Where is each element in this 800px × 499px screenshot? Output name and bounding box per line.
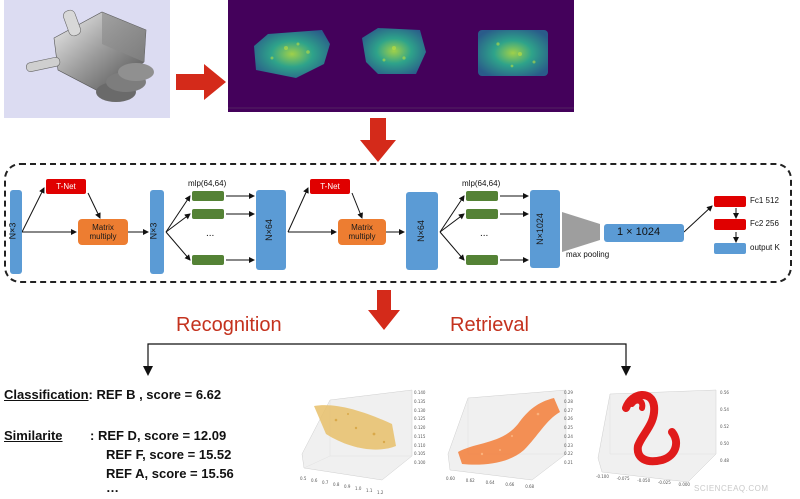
plot-orange: 0.29 0.28 0.27 0.26 0.25 0.24 0.23 0.22 0.21 0.60… — [442, 384, 586, 494]
depth-projection-heatmap — [228, 0, 574, 112]
z-tick-label: 0.24 — [564, 433, 573, 439]
matrix-multiply-1: Matrix multiply — [78, 219, 128, 245]
x-tick-label: 0.9 — [344, 484, 351, 489]
x-tick-label: 1.2 — [377, 490, 384, 495]
network-architecture — [4, 163, 792, 283]
mlp-2-unit — [466, 191, 498, 201]
z-tick-label: 0.22 — [564, 451, 573, 457]
similarity-result: Similarite : REF D, score = 12.09 — [4, 428, 226, 443]
max-pooling-label: max pooling — [566, 250, 610, 259]
plot-red: 0.56 0.54 0.52 0.50 0.48 -0.100 -0.075 -0.050 -0… — [592, 384, 742, 492]
classification-result: Classification: REF B , score = 6.62 — [4, 387, 221, 402]
mlp-1-label: mlp(64,64) — [188, 179, 227, 188]
mlp-1-unit — [192, 191, 224, 201]
transformed-features-block — [406, 192, 438, 270]
z-tick-label: 0.21 — [564, 460, 573, 465]
fc2-block — [714, 219, 746, 230]
mlp-2-ellipsis: ... — [480, 228, 489, 239]
z-tick-label: 0.29 — [564, 390, 573, 395]
z-tick-label: 0.26 — [564, 416, 573, 422]
z-tick-label: 0.56 — [720, 390, 729, 395]
cad-part-icon — [25, 9, 154, 102]
features-64-block — [256, 190, 286, 270]
fc1-label: Fc1 512 — [750, 196, 779, 205]
z-tick-label: 0.52 — [720, 424, 729, 429]
matrix-multiply-2: Matrix multiply — [338, 219, 386, 245]
z-tick-label: 0.140 — [414, 390, 426, 395]
z-tick-label: 0.120 — [414, 425, 426, 430]
x-tick-label: -0.100 — [596, 474, 609, 479]
z-tick-label: 0.105 — [414, 451, 426, 457]
z-tick-label: 0.135 — [414, 398, 426, 404]
z-tick-label: 0.25 — [564, 425, 573, 430]
similarity-item: REF F, score = 15.52 — [106, 447, 232, 462]
arrow-right-icon — [176, 64, 226, 100]
x-tick-label: -0.050 — [637, 478, 651, 483]
z-tick-label: 0.125 — [414, 416, 426, 422]
projection-2 — [362, 28, 426, 74]
z-tick-label: 0.100 — [414, 460, 426, 465]
x-tick-label: 1.0 — [355, 486, 362, 491]
z-tick-label: 0.27 — [564, 407, 573, 413]
features-1024-block — [530, 190, 560, 268]
tnet-1: T-Net — [46, 179, 86, 194]
x-tick-label: 0.000 — [678, 482, 690, 487]
cad-model-image — [4, 0, 170, 118]
x-tick-label: 0.60 — [446, 476, 455, 481]
z-tick-label: 0.28 — [564, 398, 573, 404]
mlp-2-unit — [466, 209, 498, 219]
mlp-1-ellipsis: ... — [206, 228, 215, 239]
similarity-first: : REF D, score = 12.09 — [90, 428, 227, 443]
max-pooling-shape — [562, 212, 600, 252]
watermark: SCIENCEAQ.COM — [694, 484, 769, 493]
x-tick-label: 0.64 — [485, 480, 495, 485]
x-tick-label: 0.7 — [322, 480, 329, 485]
more-results: … — [106, 480, 119, 495]
classification-value: : REF B , score = 6.62 — [88, 387, 222, 402]
x-tick-label: 0.66 — [505, 482, 515, 487]
x-tick-label: 0.68 — [525, 484, 535, 489]
arrow-down-icon — [360, 118, 396, 162]
x-tick-label: 0.6 — [311, 478, 318, 483]
fc2-label: Fc2 256 — [750, 219, 779, 228]
mlp-1-unit — [192, 209, 224, 219]
z-tick-label: 0.23 — [564, 442, 573, 448]
z-tick-label: 0.115 — [414, 433, 426, 439]
global-feature-block — [604, 224, 684, 242]
arrow-down-icon — [368, 290, 400, 330]
similarity-item: REF A, score = 15.56 — [106, 466, 234, 481]
mlp-2-unit — [466, 255, 498, 265]
x-tick-label: 1.1 — [366, 488, 373, 493]
projection-1 — [254, 30, 330, 78]
x-tick-label: -0.075 — [616, 476, 630, 481]
z-tick-label: 0.130 — [414, 407, 426, 413]
transformed-points-block — [150, 190, 164, 274]
similarity-label: Similarite — [4, 428, 63, 443]
projection-3 — [478, 30, 548, 76]
input-points-block — [10, 190, 22, 274]
output-block — [714, 243, 746, 254]
z-tick-label: 0.54 — [720, 407, 729, 412]
z-tick-label: 0.110 — [414, 442, 426, 448]
fc1-block — [714, 196, 746, 207]
mlp-1-unit — [192, 255, 224, 265]
retrieval-title: Retrieval — [450, 314, 529, 336]
x-tick-label: 0.62 — [465, 478, 475, 483]
x-tick-label: -0.025 — [657, 480, 671, 485]
x-tick-label: 0.8 — [333, 482, 340, 487]
x-tick-label: 0.5 — [300, 476, 307, 481]
mlp-2-label: mlp(64,64) — [462, 179, 501, 188]
z-tick-label: 0.48 — [720, 458, 729, 463]
tnet-2: T-Net — [310, 179, 350, 194]
plot-yellow: 0.140 0.135 0.130 0.125 0.120 0.115 0.110 0.105… — [296, 384, 436, 495]
z-tick-label: 0.50 — [720, 441, 729, 446]
recognition-title: Recognition — [176, 314, 282, 336]
global-feature-label: 1 × 1024 — [617, 226, 661, 238]
classification-label: Classification — [4, 387, 89, 402]
output-label: output K — [750, 243, 780, 252]
